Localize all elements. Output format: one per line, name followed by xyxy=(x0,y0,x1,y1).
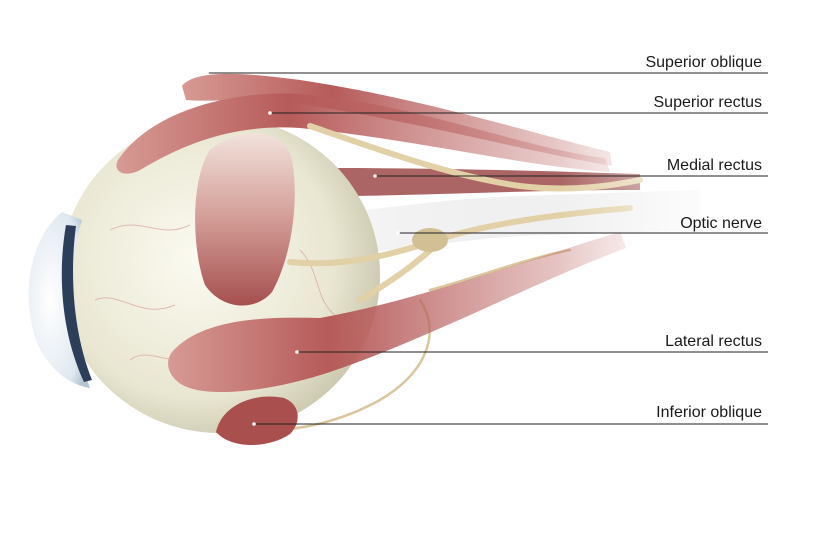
inferior-oblique-muscle xyxy=(216,396,298,445)
iris-edge xyxy=(61,225,92,382)
superior-rectus-muscle xyxy=(116,93,611,174)
label-superior-rectus: Superior rectus xyxy=(653,94,763,111)
leader-dots xyxy=(205,71,400,426)
leader-lines xyxy=(207,72,768,425)
label-inferior-oblique: Inferior oblique xyxy=(656,404,762,421)
label-optic-nerve: Optic nerve xyxy=(680,215,762,232)
label-medial-rectus: Medial rectus xyxy=(666,157,762,174)
fade-overlay xyxy=(560,100,760,300)
lateral-rectus-muscle xyxy=(168,232,626,393)
label-lateral-rectus: Lateral rectus xyxy=(665,333,762,350)
label-superior-oblique: Superior oblique xyxy=(645,54,762,71)
muscle-insertion xyxy=(195,133,295,306)
ciliary-ganglion xyxy=(412,228,448,252)
